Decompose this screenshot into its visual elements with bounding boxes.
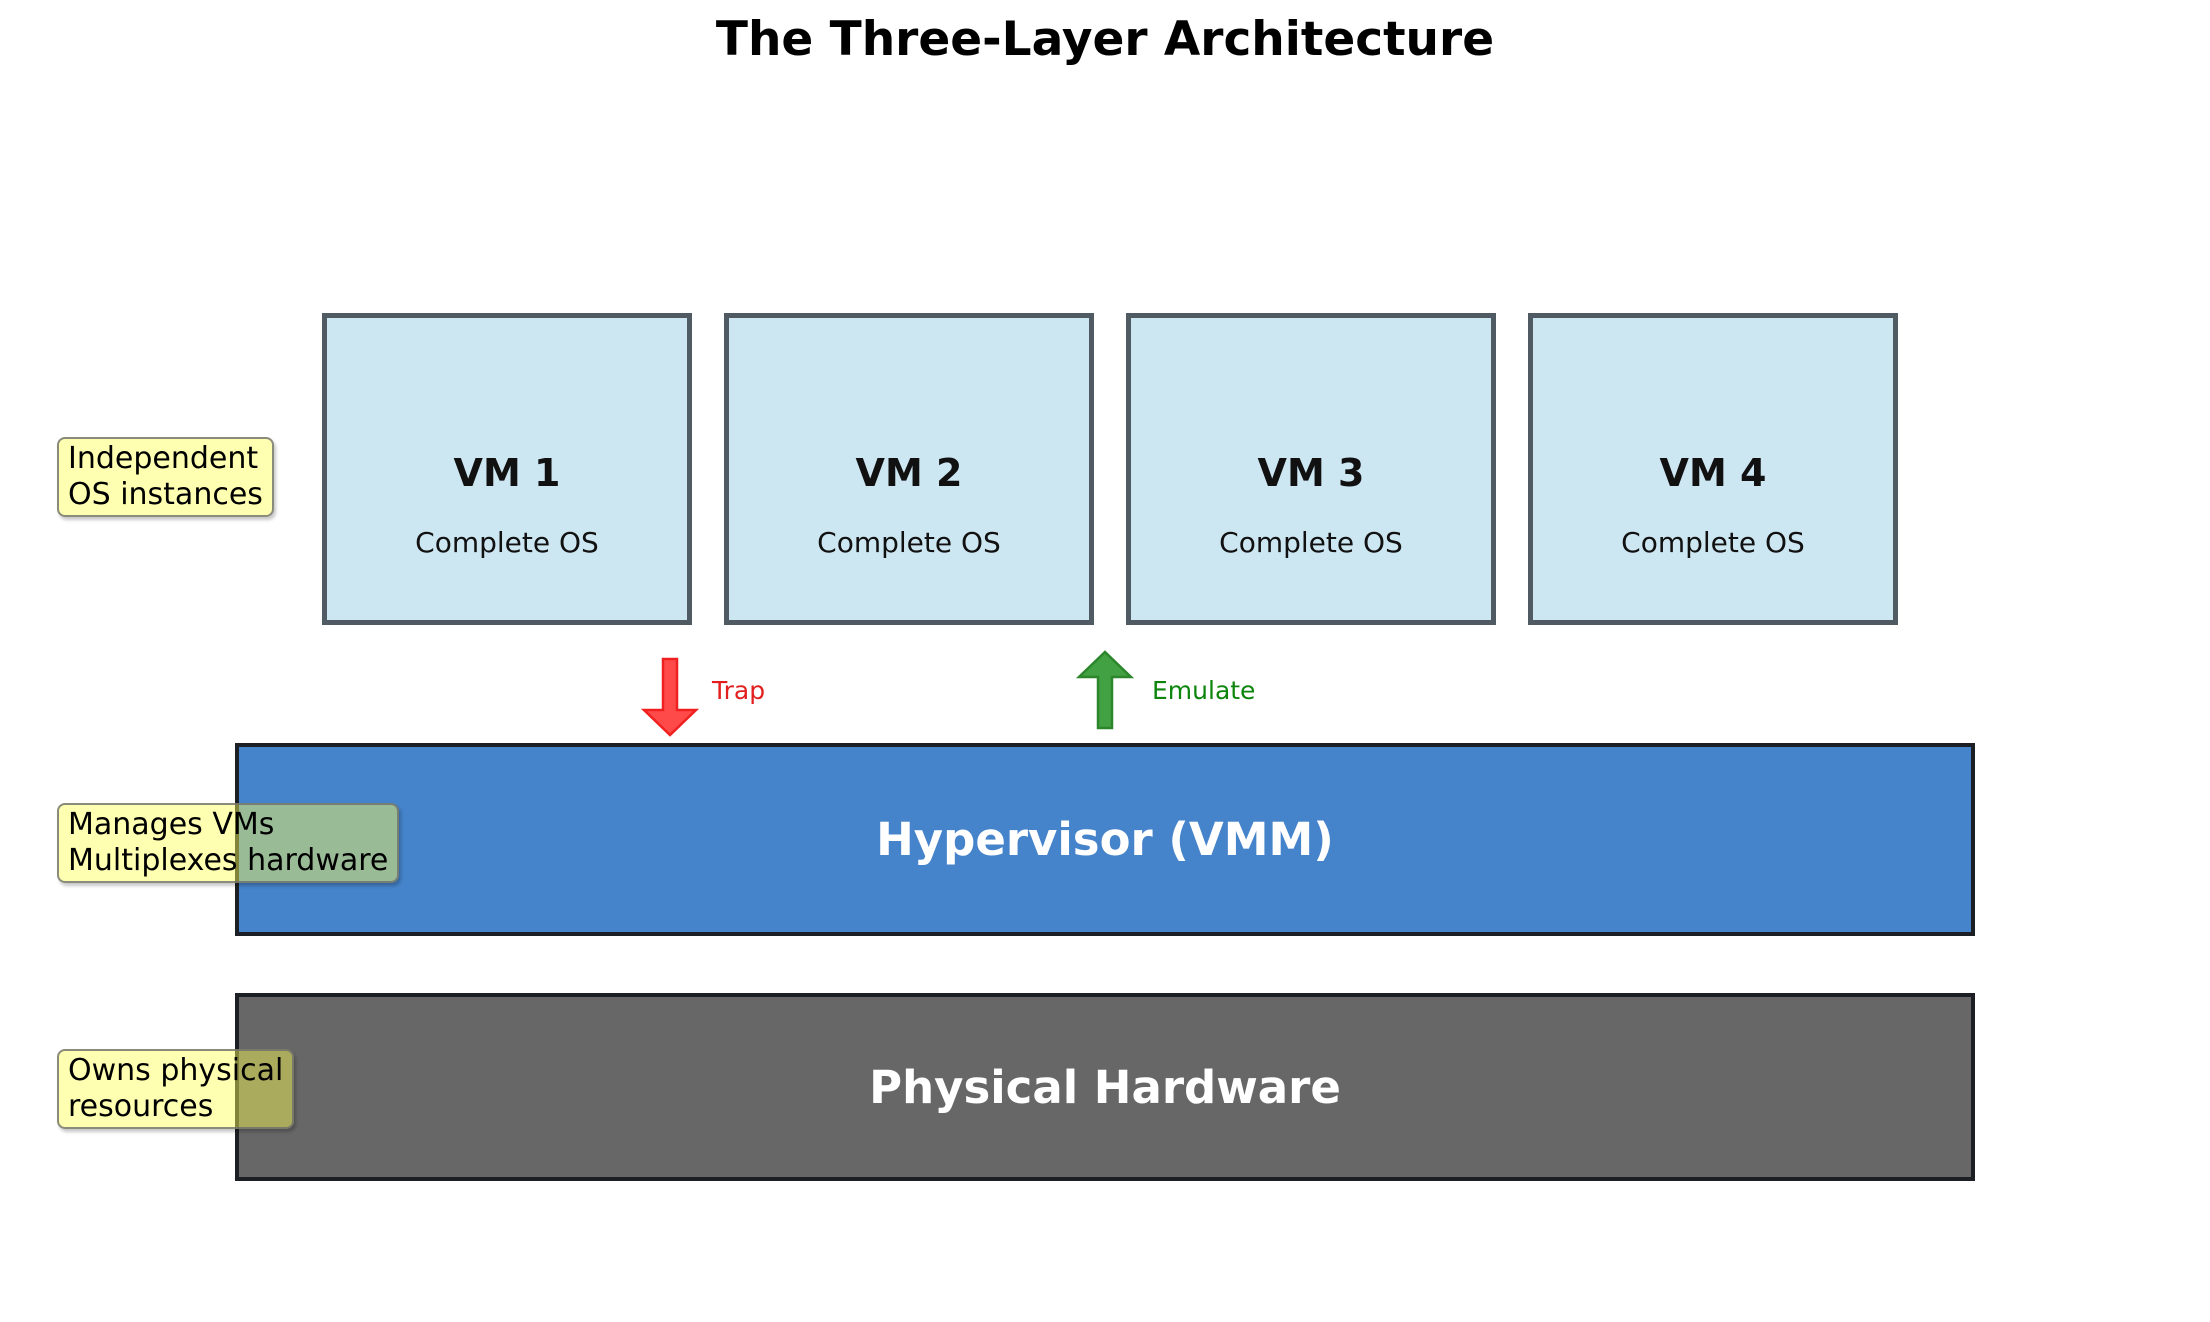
vm-name: VM 4 — [1659, 451, 1767, 495]
vm-os-label: Complete OS — [1219, 526, 1403, 559]
trap-label: Trap — [712, 676, 766, 705]
vm-name: VM 2 — [855, 451, 963, 495]
note-line: Manages VMs — [68, 807, 275, 842]
vm-box: VM 4 Complete OS — [1528, 313, 1898, 625]
note-line: resources — [68, 1089, 214, 1124]
emulate-label: Emulate — [1152, 676, 1256, 705]
vm-box: VM 1 Complete OS — [322, 313, 692, 625]
vm-os-label: Complete OS — [817, 526, 1001, 559]
vm-name: VM 3 — [1257, 451, 1365, 495]
vm-name: VM 1 — [453, 451, 561, 495]
vm-os-label: Complete OS — [415, 526, 599, 559]
vm-box: VM 2 Complete OS — [724, 313, 1094, 625]
note-owns-resources: Owns physical resources — [57, 1049, 295, 1129]
trap-down-arrow-icon — [640, 657, 700, 737]
note-line: Multiplexes hardware — [68, 843, 389, 878]
hypervisor-label: Hypervisor (VMM) — [876, 813, 1334, 866]
hardware-layer: Physical Hardware — [235, 993, 1975, 1181]
hardware-label: Physical Hardware — [869, 1060, 1341, 1114]
emulate-up-arrow-icon — [1075, 650, 1135, 730]
vm-os-label: Complete OS — [1621, 526, 1805, 559]
note-independent-os: Independent OS instances — [57, 437, 274, 517]
note-line: Owns physical — [68, 1053, 284, 1088]
page-title: The Three-Layer Architecture — [715, 12, 1495, 67]
vm-box: VM 3 Complete OS — [1126, 313, 1496, 625]
note-line: OS instances — [68, 477, 263, 512]
note-manages-vms: Manages VMs Multiplexes hardware — [57, 803, 400, 883]
hypervisor-layer: Hypervisor (VMM) — [235, 743, 1975, 936]
note-line: Independent — [68, 441, 259, 476]
